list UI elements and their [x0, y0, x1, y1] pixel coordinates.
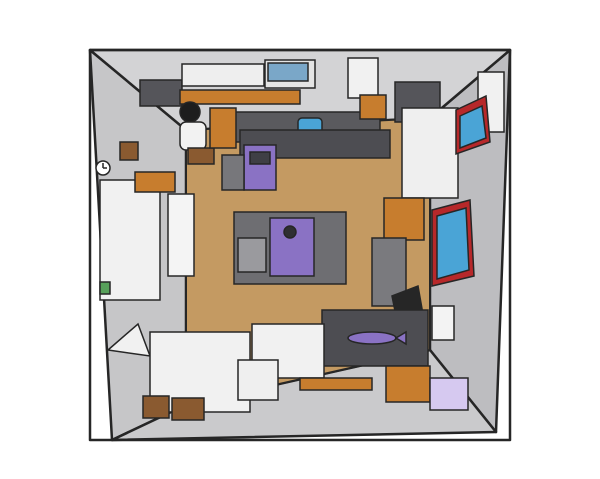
- bed: [239, 129, 391, 159]
- wood-box-right: [385, 365, 431, 403]
- pillow-2: [171, 397, 205, 421]
- wood-bench: [299, 377, 373, 391]
- table-item-1: [283, 225, 297, 239]
- center-rug: [233, 211, 347, 285]
- plant-icon: [99, 281, 111, 295]
- top-shelf-left: [181, 63, 265, 87]
- gray-box: [221, 154, 245, 191]
- fish-icon: [347, 331, 397, 345]
- person-at-desk: [179, 101, 237, 165]
- top-shelf-books: [267, 62, 309, 82]
- curtain-left: [139, 79, 183, 107]
- person-body: [179, 121, 207, 151]
- tall-shelf-left: [99, 179, 161, 301]
- lamp-icon: [106, 322, 152, 357]
- left-wall-furniture: [95, 141, 195, 357]
- typewriter-icon: [249, 151, 271, 165]
- pillow-1: [142, 395, 170, 419]
- dresser-top: [179, 89, 301, 105]
- purple-box: [429, 377, 469, 411]
- desk-chair: [187, 147, 215, 165]
- side-table: [359, 94, 387, 120]
- room-outline: [88, 48, 512, 442]
- purple-cabinet: [221, 144, 277, 191]
- window-2-glass: [436, 207, 470, 280]
- poster-right: [431, 305, 455, 341]
- lower-shelf: [134, 171, 176, 193]
- top-shelf-right: [347, 57, 379, 99]
- person-head: [179, 101, 201, 123]
- window-1-glass: [459, 104, 487, 150]
- fridge: [167, 193, 195, 277]
- small-frame: [119, 141, 139, 161]
- chair-left: [237, 237, 267, 273]
- bottom-area: [142, 309, 469, 421]
- cabinet-bottom: [237, 359, 279, 401]
- low-shelf-right: [383, 197, 425, 241]
- bookshelf-right: [401, 107, 459, 199]
- desk: [209, 107, 237, 149]
